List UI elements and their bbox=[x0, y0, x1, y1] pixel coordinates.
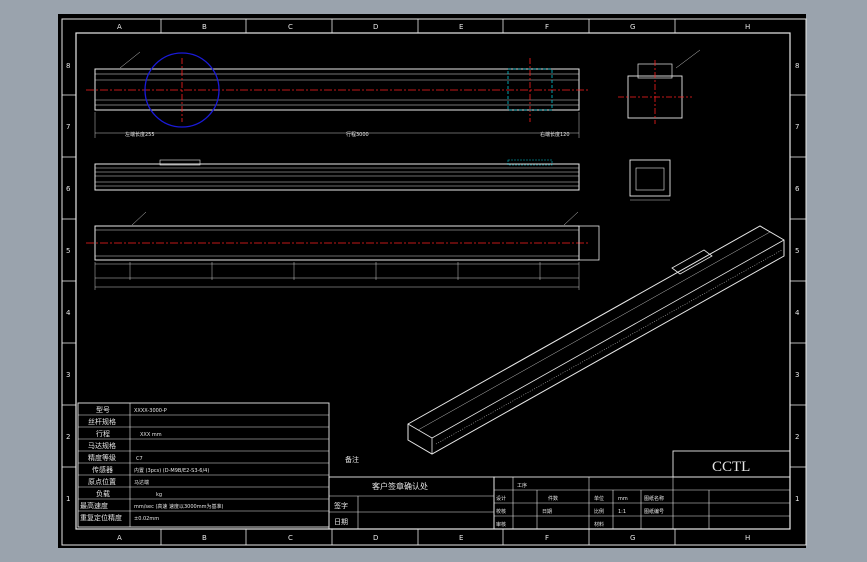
slider-highlight bbox=[507, 68, 553, 111]
stroke-dim: 行程3000 bbox=[346, 131, 369, 138]
spec-value-speed: mm/sec (高速 速度以3000mm为基准) bbox=[134, 503, 223, 510]
col-e-bottom: E bbox=[459, 534, 463, 542]
customer-confirm-label: 客户签章确认处 bbox=[372, 481, 428, 491]
row-labels-left: 8 7 6 5 4 3 2 1 bbox=[66, 62, 71, 503]
note-label: 备注 bbox=[345, 455, 359, 464]
row-1-left: 1 bbox=[66, 495, 70, 503]
spec-value-repeat: ±0.02mm bbox=[134, 516, 159, 522]
row-2-right: 2 bbox=[795, 433, 799, 441]
material-label: 材料 bbox=[594, 521, 604, 528]
col-f-top: F bbox=[545, 23, 549, 31]
designer-label: 设计 bbox=[496, 495, 506, 502]
spec-label-load: 负载 bbox=[96, 489, 110, 498]
row-7-left: 7 bbox=[66, 123, 70, 131]
date-label-2: 日期 bbox=[542, 509, 552, 515]
row-2-left: 2 bbox=[66, 433, 70, 441]
row-6-left: 6 bbox=[66, 185, 71, 193]
title-block: CCTL 设计 校核 审核 工序 件数 日期 单位 mm 比例 1:1 材料 图… bbox=[493, 450, 791, 530]
checker-label: 校核 bbox=[496, 508, 506, 515]
row-7-right: 7 bbox=[795, 123, 799, 131]
col-f-bottom: F bbox=[545, 534, 549, 542]
spec-table: 型号 XXXX-3000-P 丝杆规格 行程 XXX mm 马达规格 精度等级 … bbox=[77, 402, 330, 528]
row-6-right: 6 bbox=[795, 185, 800, 193]
spec-value-origin: 马达端 bbox=[134, 479, 149, 486]
col-h-top: H bbox=[745, 23, 750, 31]
spec-label-model: 型号 bbox=[96, 405, 110, 414]
spec-value-load: kg bbox=[156, 492, 162, 498]
spec-label-stroke: 行程 bbox=[96, 429, 110, 438]
col-b-top: B bbox=[202, 23, 207, 31]
row-3-right: 3 bbox=[795, 371, 799, 379]
scale-value: 1:1 bbox=[618, 509, 626, 515]
col-h-bottom: H bbox=[745, 534, 750, 542]
spec-label-repeat: 重复定位精度 bbox=[80, 513, 122, 522]
col-g-top: G bbox=[630, 23, 635, 31]
col-b-bottom: B bbox=[202, 534, 207, 542]
approver-label: 审核 bbox=[496, 521, 506, 528]
scale-label: 比例 bbox=[594, 508, 604, 515]
row-labels-right: 8 7 6 5 4 3 2 1 bbox=[795, 62, 800, 503]
sign-label: 签字 bbox=[334, 501, 348, 510]
outer-frame bbox=[61, 18, 807, 546]
isometric-view[interactable] bbox=[407, 225, 785, 455]
drawing-no-label: 图纸编号 bbox=[644, 508, 664, 515]
detail-circle bbox=[144, 52, 220, 128]
unit-label: 单位 bbox=[594, 495, 604, 502]
row-8-right: 8 bbox=[795, 62, 799, 70]
row-8-left: 8 bbox=[66, 62, 70, 70]
unit-value: mm bbox=[618, 496, 628, 502]
spec-label-sensor: 传感器 bbox=[92, 465, 113, 474]
col-g-bottom: G bbox=[630, 534, 635, 542]
column-labels-top: A B C D E F G H bbox=[117, 23, 750, 31]
company-logo-text: CCTL bbox=[712, 459, 750, 475]
col-c-top: C bbox=[288, 23, 293, 31]
spec-value-stroke: XXX mm bbox=[140, 432, 162, 438]
date-label: 日期 bbox=[334, 518, 348, 526]
row-4-left: 4 bbox=[66, 309, 71, 317]
spec-label-motor: 马达规格 bbox=[88, 441, 116, 450]
process-label: 工序 bbox=[517, 482, 527, 489]
right-length-dim: 右端长度120 bbox=[540, 131, 570, 138]
col-d-top: D bbox=[373, 23, 378, 31]
spec-label-screw: 丝杆规格 bbox=[88, 417, 116, 426]
end-view-motor[interactable] bbox=[629, 159, 671, 201]
quantity-label: 件数 bbox=[548, 495, 558, 502]
row-3-left: 3 bbox=[66, 371, 70, 379]
left-length-dim: 左端长度255 bbox=[125, 131, 155, 138]
col-c-bottom: C bbox=[288, 534, 293, 542]
spec-value-model: XXXX-3000-P bbox=[134, 408, 167, 414]
zone-ticks bbox=[62, 19, 806, 545]
spec-label-accuracy: 精度等级 bbox=[88, 453, 116, 462]
spec-label-speed: 最高速度 bbox=[80, 501, 108, 510]
col-a-bottom: A bbox=[117, 534, 122, 542]
column-labels-bottom: A B C D E F G H bbox=[117, 534, 750, 542]
front-view[interactable] bbox=[94, 159, 580, 191]
spec-label-origin: 原点位置 bbox=[88, 477, 116, 486]
top-view[interactable]: 左端长度255 行程3000 右端长度120 bbox=[86, 51, 590, 138]
drawing-sheet bbox=[58, 14, 806, 548]
row-4-right: 4 bbox=[795, 309, 800, 317]
drawing-name-label: 图纸名称 bbox=[644, 495, 664, 502]
end-view-section[interactable] bbox=[618, 49, 701, 124]
col-e-top: E bbox=[459, 23, 463, 31]
customer-confirm-block: 客户签章确认处 签字 日期 bbox=[328, 476, 495, 530]
spec-value-accuracy: C7 bbox=[136, 456, 143, 462]
spec-value-sensor: 内置 (3pcs) (D-M9B/E2-S3-6/4) bbox=[134, 467, 209, 474]
row-5-left: 5 bbox=[66, 247, 70, 255]
row-1-right: 1 bbox=[795, 495, 799, 503]
col-a-top: A bbox=[117, 23, 122, 31]
row-5-right: 5 bbox=[795, 247, 799, 255]
col-d-bottom: D bbox=[373, 534, 378, 542]
bottom-view[interactable] bbox=[86, 211, 600, 290]
